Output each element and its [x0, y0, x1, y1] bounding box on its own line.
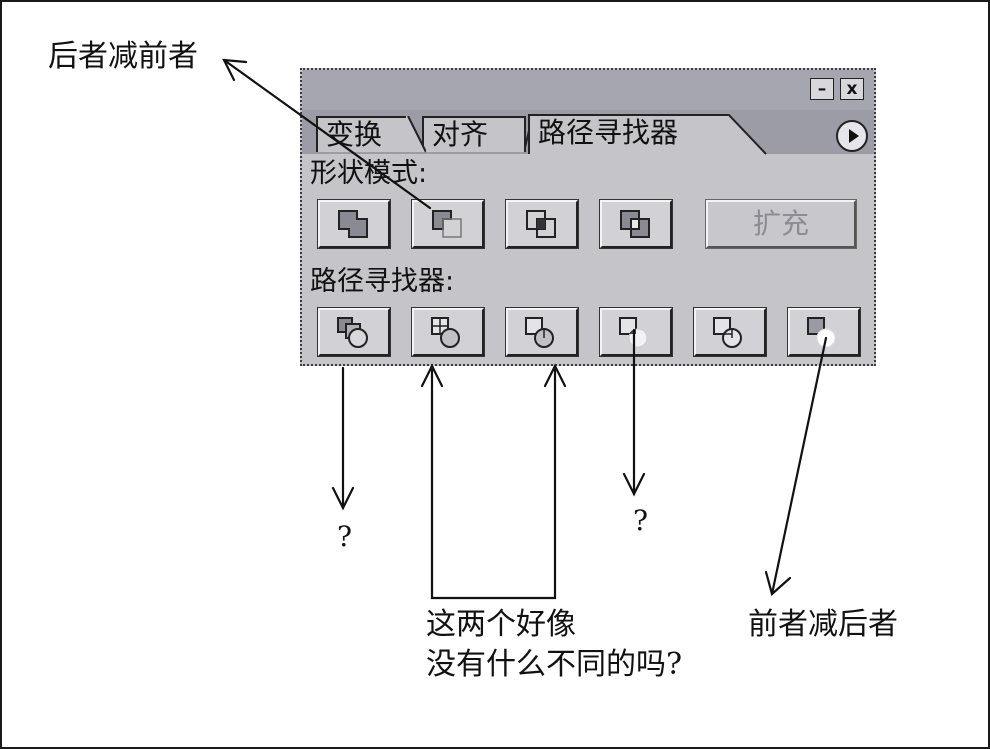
intersect-shape-icon [526, 210, 556, 238]
annotation-back-minus-front: 后者减前者 [48, 39, 198, 74]
annotation-no-difference-line1: 这两个好像 [426, 607, 576, 642]
divide-icon [337, 317, 368, 348]
annotation-front-minus-back: 前者减后者 [748, 607, 898, 642]
arrow-trim-head [420, 363, 444, 388]
intersect-shape-areas-button[interactable] [505, 199, 579, 249]
tab-align[interactable]: 对齐 [422, 116, 526, 152]
tab-bar: 变换 对齐 路径寻找器 [302, 110, 874, 155]
pathfinder-palette: – x 变换 对齐 路径寻找器 形状模式: [300, 68, 876, 366]
pathfinders-label: 路径寻找器: [310, 266, 455, 297]
palette-titlebar[interactable]: – x [302, 70, 874, 110]
arrow-back-minus-front [222, 58, 432, 210]
palette-menu-button[interactable] [836, 120, 868, 152]
divide-button[interactable] [317, 307, 391, 357]
exclude-overlapping-areas-button[interactable] [599, 199, 673, 249]
arrow-front-minus-back-head [764, 570, 792, 597]
arrow-divide-question-head [331, 486, 355, 511]
arrow-crop-question-head [622, 472, 646, 497]
arrow-merge-head [543, 363, 567, 388]
expand-button[interactable]: 扩充 [705, 199, 857, 249]
tab-align-slant [406, 116, 426, 153]
trim-button[interactable] [411, 307, 485, 357]
exclude-shape-icon [620, 210, 650, 238]
outline-button[interactable] [693, 307, 767, 357]
add-to-shape-area-button[interactable] [317, 199, 391, 249]
merge-icon [525, 317, 554, 348]
subtract-shape-icon [432, 210, 462, 238]
close-button[interactable]: x [840, 78, 864, 100]
question-mark-crop: ? [633, 504, 649, 537]
tab-transform[interactable]: 变换 [316, 116, 408, 152]
outline-icon [713, 317, 742, 348]
merge-button[interactable] [505, 307, 579, 357]
arrow-back-minus-front-head [222, 58, 248, 82]
tab-pathfinder[interactable]: 路径寻找器 [528, 114, 728, 154]
bracket-trim-merge [430, 368, 557, 600]
trim-icon [431, 317, 460, 348]
tab-pathfinder-slant [726, 114, 767, 155]
subtract-from-shape-area-button[interactable] [411, 199, 485, 249]
question-mark-divide: ? [337, 520, 353, 553]
annotation-no-difference-line2: 没有什么不同的吗? [426, 647, 683, 682]
add-shape-icon [338, 210, 368, 238]
arrow-front-minus-back [770, 336, 828, 596]
minimize-button[interactable]: – [810, 78, 834, 100]
